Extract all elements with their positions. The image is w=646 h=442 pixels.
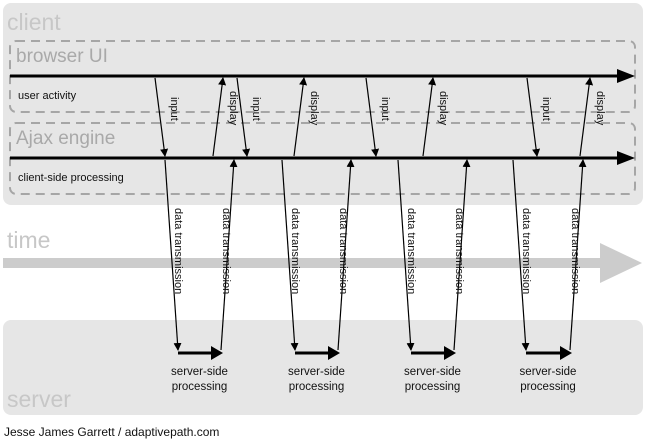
server-side-processing-label: processing — [289, 381, 345, 393]
interaction-arrows — [154, 77, 594, 351]
display-label: display — [227, 91, 239, 126]
server-side-processing-label: server-side — [171, 366, 228, 378]
server-side-processing-label: processing — [405, 381, 461, 393]
data-transmission-up-arrow — [220, 159, 238, 351]
display-arrow — [422, 77, 437, 157]
user-activity-line — [10, 69, 635, 83]
time-label: time — [7, 227, 50, 253]
server-side-processing-label: server-side — [404, 366, 461, 378]
display-arrow — [579, 77, 594, 157]
data-transmission-down-arrow — [281, 159, 299, 351]
client-side-processing-label: client-side processing — [18, 172, 124, 184]
time-arrow — [3, 243, 642, 283]
server-processing-arrowhead — [211, 346, 223, 360]
data-transmission-label: data transmission — [569, 208, 581, 294]
display-label: display — [308, 91, 320, 126]
interaction-labels: input display input display input display inpu… — [168, 91, 606, 294]
data-transmission-down-arrow — [397, 159, 415, 351]
server-processing-blocks: server-side processing server-side processi… — [171, 346, 576, 393]
server-side-processing-label: server-side — [288, 366, 345, 378]
data-transmission-up-arrow — [569, 159, 587, 351]
data-transmission-label: data transmission — [289, 208, 301, 294]
data-transmission-label: data transmission — [172, 208, 184, 294]
display-arrow — [212, 77, 227, 157]
server-processing-arrowhead — [328, 346, 340, 360]
input-arrow — [154, 77, 169, 157]
input-arrow — [365, 77, 380, 157]
data-transmission-down-arrow — [512, 159, 530, 351]
server-side-processing-label: processing — [520, 381, 576, 393]
server-side-processing-label: processing — [172, 381, 228, 393]
data-transmission-label: data transmission — [453, 208, 465, 294]
client-side-processing-line — [10, 151, 635, 165]
display-label: display — [437, 91, 449, 126]
data-transmission-label: data transmission — [520, 208, 532, 294]
server-label: server — [7, 386, 71, 412]
server-processing-arrowhead — [444, 346, 456, 360]
user-activity-label: user activity — [18, 90, 77, 102]
browser-ui-label: browser UI — [16, 46, 108, 67]
data-transmission-label: data transmission — [405, 208, 417, 294]
display-label: display — [594, 91, 606, 126]
data-transmission-label: data transmission — [337, 208, 349, 294]
ajax-engine-label: Ajax engine — [16, 128, 115, 149]
input-label: input — [379, 97, 391, 121]
data-transmission-label: data transmission — [220, 208, 232, 294]
data-transmission-up-arrow — [337, 159, 355, 351]
server-processing-arrowhead — [560, 346, 572, 360]
credit-text: Jesse James Garrett / adaptivepath.com — [4, 425, 219, 439]
data-transmission-up-arrow — [453, 159, 471, 351]
data-transmission-down-arrow — [164, 159, 182, 351]
display-arrow — [293, 77, 308, 157]
input-label: input — [540, 97, 552, 121]
input-label: input — [168, 97, 180, 121]
input-label: input — [250, 97, 262, 121]
input-arrow — [236, 77, 251, 157]
client-label: client — [7, 9, 61, 35]
server-panel — [3, 320, 643, 415]
server-side-processing-label: server-side — [520, 366, 577, 378]
input-arrow — [526, 77, 541, 157]
